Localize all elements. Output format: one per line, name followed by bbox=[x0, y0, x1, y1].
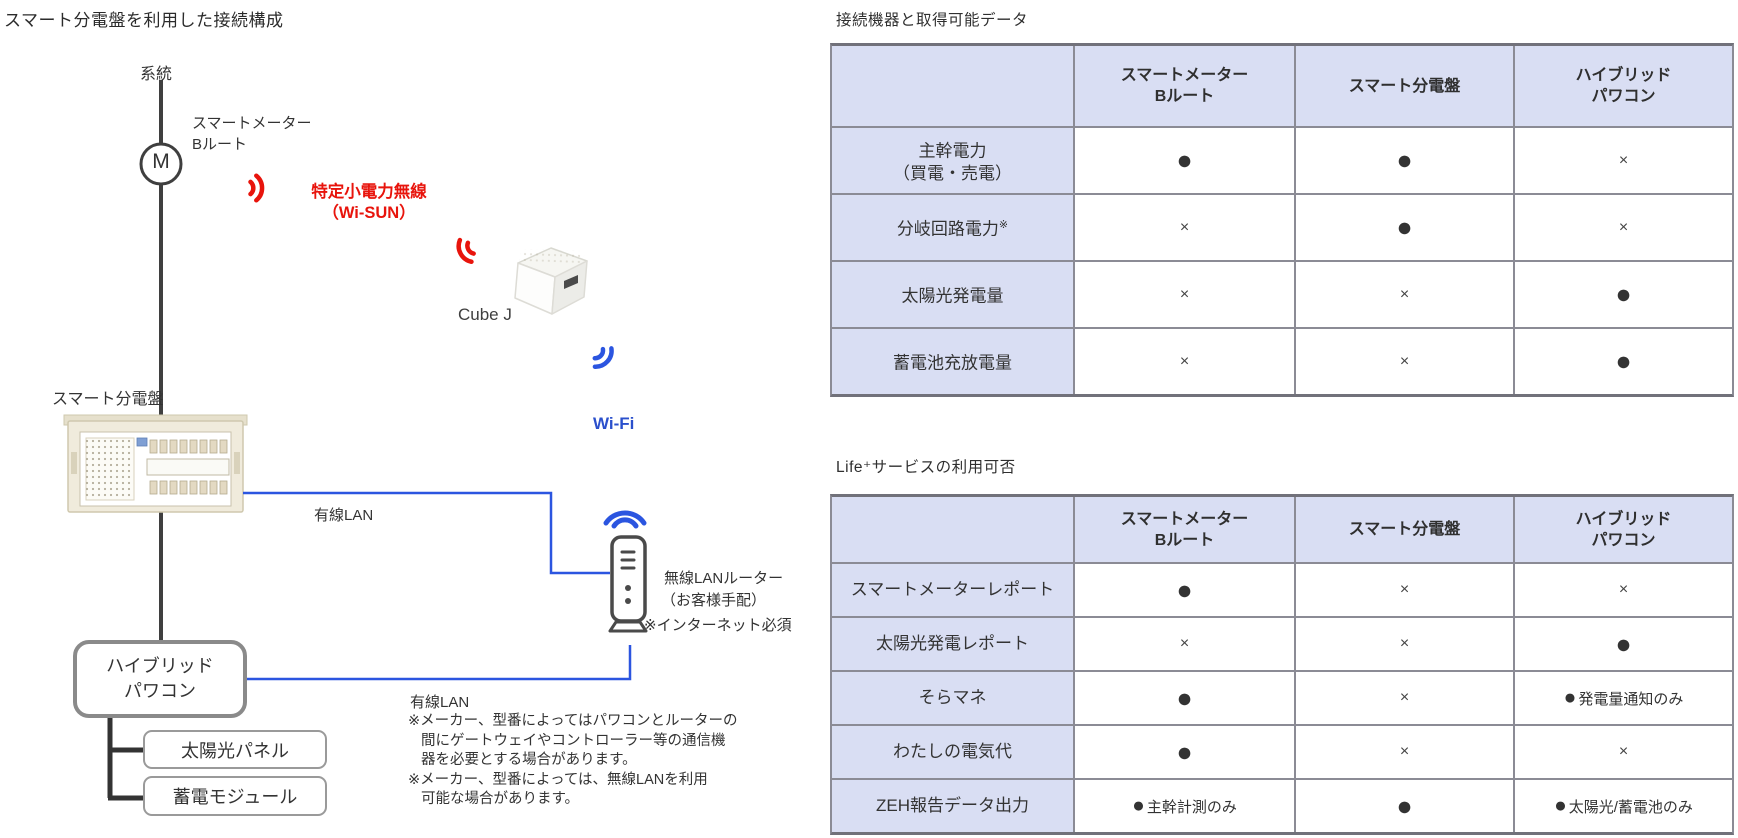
lan-cable-2 bbox=[247, 645, 632, 681]
router-internet-note: ※インターネット必須 bbox=[644, 617, 792, 634]
table1-cell: ● bbox=[1294, 193, 1513, 260]
table2-cell: × bbox=[1294, 724, 1513, 778]
table1-cell: ● bbox=[1513, 260, 1732, 327]
lan-note-line: 間にゲートウェイやコントローラー等の通信機 bbox=[421, 732, 726, 749]
table1-row-label: 太陽光発電量 bbox=[832, 260, 1073, 327]
wifi-signal-icon-cube bbox=[592, 346, 614, 369]
table2-header-smart-meter: スマートメーター Bルート bbox=[1073, 497, 1294, 562]
wired-lan-label-2: 有線LAN bbox=[410, 694, 470, 711]
diagram-title: スマート分電盤を利用した接続構成 bbox=[4, 11, 284, 30]
lan-note-line: 可能な場合があります。 bbox=[421, 791, 580, 807]
table2-cell: × bbox=[1294, 670, 1513, 724]
table2-cell: × bbox=[1294, 562, 1513, 616]
table2-cell: × bbox=[1073, 616, 1294, 670]
table2-row-label: 太陽光発電レポート bbox=[832, 616, 1073, 670]
table1-cell: × bbox=[1073, 327, 1294, 394]
table1-cell: × bbox=[1294, 260, 1513, 327]
wifi-label: Wi-Fi bbox=[593, 414, 635, 433]
life-service-table: スマートメーター Bルート スマート分電盤 ハイブリッド パワコン スマートメー… bbox=[830, 494, 1734, 835]
table2-header-empty bbox=[832, 497, 1073, 562]
table1-cell: ● bbox=[1294, 126, 1513, 193]
data-acquisition-table: スマートメーター Bルート スマート分電盤 ハイブリッド パワコン 主幹電力 （… bbox=[830, 43, 1734, 397]
wifi-arcs-icon-router bbox=[603, 510, 647, 529]
table1-header-hybrid: ハイブリッド パワコン bbox=[1513, 46, 1732, 126]
table1-row-label: 主幹電力 （買電・売電） bbox=[832, 126, 1073, 193]
table2-cell: ● bbox=[1073, 670, 1294, 724]
table2-cell: × bbox=[1513, 562, 1732, 616]
table1-header-board: スマート分電盤 bbox=[1294, 46, 1513, 126]
table1-cell: × bbox=[1294, 327, 1513, 394]
table1-header-smart-meter: スマートメーター Bルート bbox=[1073, 46, 1294, 126]
grid-label: 系統 bbox=[140, 66, 173, 83]
solar-panel-box: 太陽光パネル bbox=[143, 730, 327, 769]
lan-note-line: 器を必要とする場合があります。 bbox=[421, 752, 637, 768]
table2-cell: ●主幹計測のみ bbox=[1073, 778, 1294, 832]
wisun-signal-icon-cube bbox=[456, 237, 476, 265]
table2-row-label: ZEH報告データ出力 bbox=[832, 778, 1073, 832]
table2-cell: ● bbox=[1073, 562, 1294, 616]
table2-cell: × bbox=[1294, 616, 1513, 670]
router-label-line2: （お客様手配） bbox=[661, 592, 767, 609]
hybrid-pcs-box: ハイブリッド パワコン bbox=[73, 640, 247, 718]
smart-meter-icon bbox=[139, 142, 183, 186]
battery-module-box: 蓄電モジュール bbox=[143, 776, 327, 816]
table1-cell: × bbox=[1513, 126, 1732, 193]
table2-cell: ● bbox=[1294, 778, 1513, 832]
table2-header-hybrid: ハイブリッド パワコン bbox=[1513, 497, 1732, 562]
lan-note-line: ※メーカー、型番によってはパワコンとルーターの bbox=[408, 713, 738, 729]
table2-cell: × bbox=[1513, 724, 1732, 778]
table2-title: Life⁺サービスの利用可否 bbox=[836, 459, 1016, 476]
table1-cell: × bbox=[1073, 260, 1294, 327]
table2-row-label: そらマネ bbox=[832, 670, 1073, 724]
table1-row-label: 蓄電池充放電量 bbox=[832, 327, 1073, 394]
table2-cell: ●太陽光/蓄電池のみ bbox=[1513, 778, 1732, 832]
table2-cell: ● bbox=[1073, 724, 1294, 778]
table1-header-empty bbox=[832, 46, 1073, 126]
cube-j-device bbox=[514, 247, 588, 315]
lan-notes: ※メーカー、型番によってはパワコンとルーターの 間にゲートウェイやコントローラー… bbox=[408, 712, 738, 810]
table2-row-label: スマートメーターレポート bbox=[832, 562, 1073, 616]
table2-cell: ●発電量通知のみ bbox=[1513, 670, 1732, 724]
table1-title: 接続機器と取得可能データ bbox=[836, 12, 1029, 29]
wired-lan-label-1: 有線LAN bbox=[314, 507, 374, 524]
table1-row-label: 分岐回路電力※ bbox=[832, 193, 1073, 260]
table1-cell: ● bbox=[1513, 327, 1732, 394]
table1-cell: ● bbox=[1073, 126, 1294, 193]
cube-j-label: Cube J bbox=[458, 305, 512, 324]
connection-diagram bbox=[63, 80, 648, 801]
table2-row-label: わたしの電気代 bbox=[832, 724, 1073, 778]
smart-meter-route-label: スマートメーター Bルート bbox=[192, 115, 312, 153]
router-label-line1: 無線LANルーター bbox=[664, 570, 784, 587]
wisun-signal-icon-meter bbox=[248, 173, 265, 203]
board-label: スマート分電盤 bbox=[52, 391, 164, 408]
meter-letter: M bbox=[152, 150, 170, 173]
dc-connector-lines bbox=[107, 718, 143, 801]
table2-header-board: スマート分電盤 bbox=[1294, 497, 1513, 562]
table1-cell: × bbox=[1513, 193, 1732, 260]
distribution-board-image bbox=[63, 414, 248, 513]
table1-cell: × bbox=[1073, 193, 1294, 260]
router-device bbox=[608, 535, 648, 633]
lan-note-line: ※メーカー、型番によっては、無線LANを利用 bbox=[408, 771, 708, 788]
table2-cell: ● bbox=[1513, 616, 1732, 670]
lan-cable-1 bbox=[243, 491, 610, 575]
wisun-label: 特定小電力無線 （Wi-SUN） bbox=[311, 183, 427, 222]
